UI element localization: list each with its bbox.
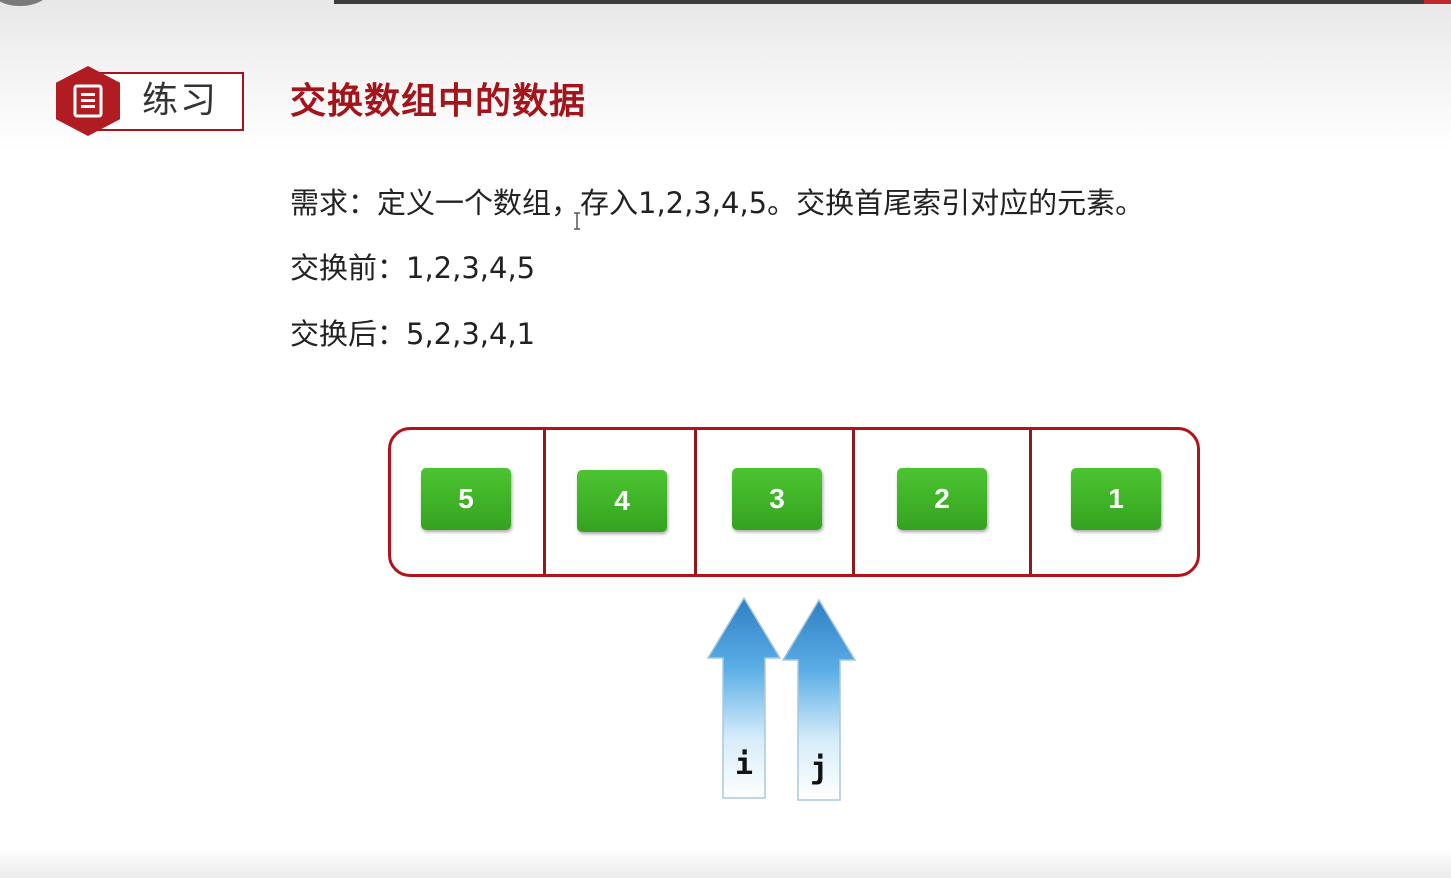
document-icon: [73, 84, 103, 118]
pointer-j-label: j: [810, 751, 829, 786]
array-divider: [694, 430, 697, 574]
array-element: 5: [421, 468, 511, 530]
pointer-i-arrow-icon: [706, 596, 782, 799]
array-element: 2: [897, 468, 987, 530]
exercise-badge: [96, 72, 244, 131]
top-divider-line: [334, 0, 1424, 4]
text-cursor-icon: [574, 212, 580, 230]
array-element: 4: [577, 470, 667, 532]
corner-decoration: [0, 0, 50, 6]
pointer-j-arrow-icon: [781, 598, 857, 801]
requirement-text: 需求：定义一个数组，存入1,2,3,4,5。交换首尾索引对应的元素。: [290, 186, 1145, 220]
before-text: 交换前：1,2,3,4,5: [290, 251, 536, 285]
pointer-i-label: i: [735, 747, 754, 782]
array-element: 1: [1071, 468, 1161, 530]
array-element: 3: [732, 468, 822, 530]
footer-band: [0, 848, 1451, 878]
page-title: 交换数组中的数据: [290, 81, 587, 122]
top-divider-accent: [1424, 0, 1451, 4]
array-divider: [543, 430, 546, 574]
array-divider: [1029, 430, 1032, 574]
array-frame: [388, 427, 1200, 577]
exercise-badge-label: 练习: [142, 80, 219, 121]
array-divider: [852, 430, 855, 574]
after-text: 交换后：5,2,3,4,1: [290, 317, 536, 351]
